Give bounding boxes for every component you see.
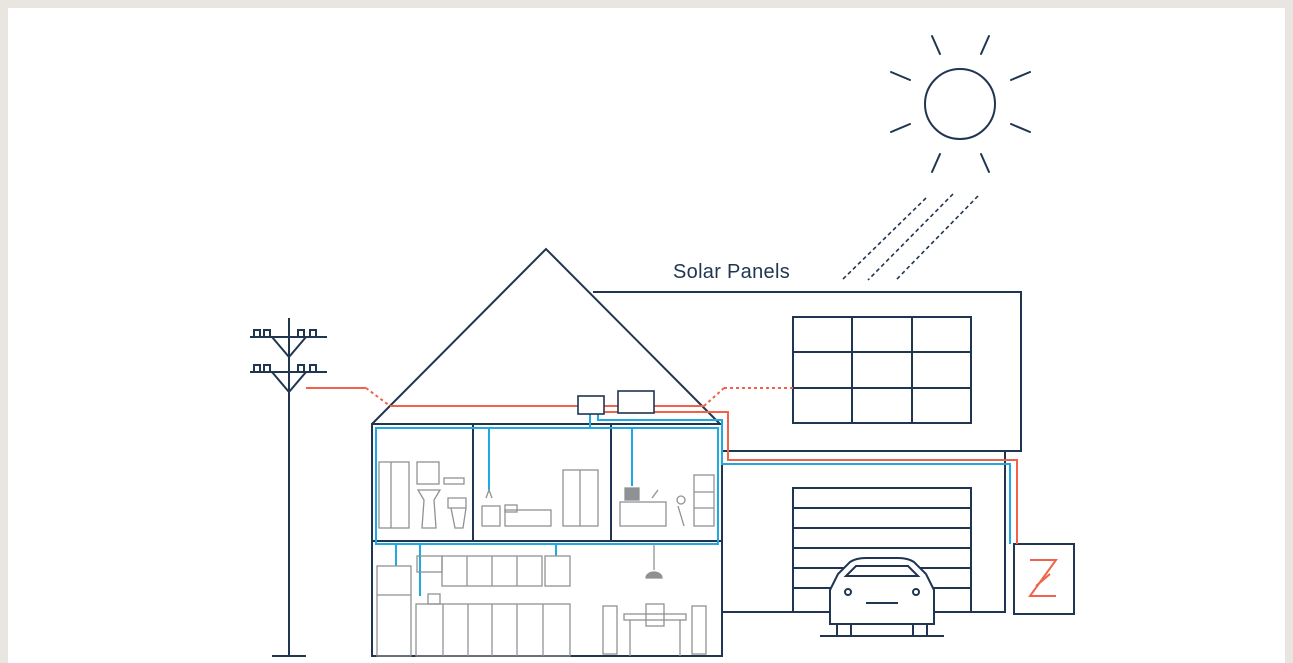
meter-boxes: [577, 390, 655, 415]
sun-rays: [841, 193, 979, 281]
sun-icon: [890, 35, 1031, 173]
car-icon: [820, 557, 944, 637]
bedroom-furniture: [481, 469, 599, 527]
power-lines: [306, 387, 1018, 544]
battery-icon: [1013, 543, 1075, 615]
diagram-canvas: [8, 8, 1285, 663]
data-lines: [375, 412, 1011, 596]
kitchen-furniture: [376, 555, 571, 657]
office-furniture: [619, 474, 715, 527]
dining-furniture: [602, 544, 707, 656]
solar-panels-label: Solar Panels: [673, 261, 790, 283]
bathroom-furniture: [378, 461, 467, 529]
solar-panel-array: [792, 316, 972, 424]
utility-pole-icon: [250, 318, 327, 657]
